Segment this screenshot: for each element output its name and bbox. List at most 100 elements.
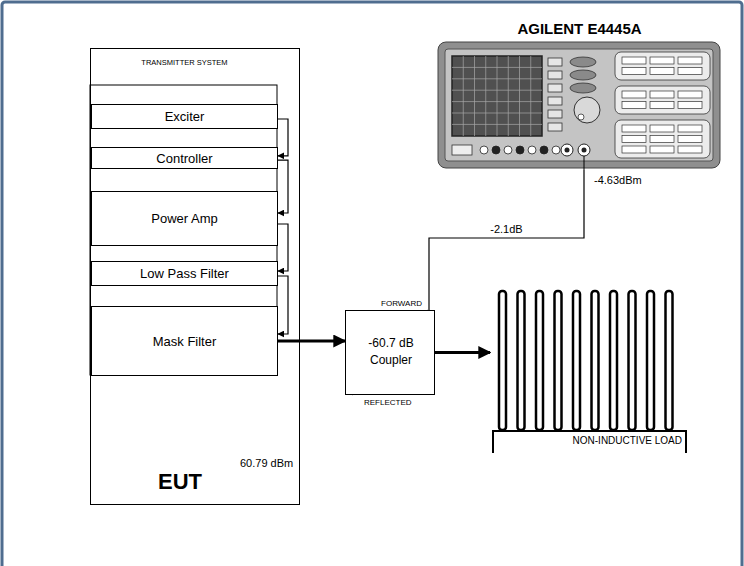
key <box>622 68 646 75</box>
key <box>622 125 646 132</box>
panel-jack <box>492 146 500 154</box>
panel-jack <box>516 146 524 154</box>
panel-jack <box>504 146 512 154</box>
process-box: Mask Filter <box>91 306 278 376</box>
resistor-fin <box>629 291 636 430</box>
resistor-fin <box>555 291 562 430</box>
screen-grid <box>452 113 542 114</box>
key <box>622 102 646 109</box>
signal-path <box>278 224 288 271</box>
coupler-box: FORWARD-60.7 dB CouplerREFLECTED <box>345 310 435 395</box>
screen-grid <box>497 56 498 136</box>
power-feed <box>435 351 490 354</box>
port-label: FORWARD <box>381 299 422 308</box>
rf-input-port <box>582 148 587 153</box>
rf-connector <box>561 144 573 156</box>
screen-grid <box>463 56 464 136</box>
signal-path <box>278 276 288 334</box>
key <box>622 136 646 143</box>
keypad <box>615 120 710 158</box>
key <box>622 91 646 98</box>
key <box>678 57 702 64</box>
tuning-knob <box>574 97 600 123</box>
process-box: Low Pass Filter <box>91 261 278 286</box>
analyzer-illustration <box>437 20 722 170</box>
signal-path <box>278 160 288 213</box>
box-label: Exciter <box>92 105 277 128</box>
screen-grid <box>452 67 542 68</box>
system-box: TRANSMITTER SYSTEMEUTExciterControllerPo… <box>90 48 300 505</box>
resistor-fin <box>536 291 543 430</box>
analyzer-screen <box>452 56 542 136</box>
analyzer-body <box>438 42 720 168</box>
panel-jack <box>528 146 536 154</box>
rf-connector <box>565 148 570 153</box>
resistor-fin <box>666 291 673 430</box>
oval-key <box>570 83 596 93</box>
box-label: Controller <box>92 148 277 168</box>
screen-grid <box>452 101 542 102</box>
keypad <box>615 86 710 114</box>
load-label: NON-INDUCTIVE LOAD <box>573 435 682 446</box>
oval-key <box>570 70 596 80</box>
panel-jack <box>480 146 488 154</box>
key <box>678 68 702 75</box>
knob-dimple <box>578 114 584 120</box>
softkey <box>548 84 562 92</box>
softkey <box>548 97 562 105</box>
input-lead <box>584 156 585 170</box>
key <box>678 125 702 132</box>
screen-grid <box>474 56 475 136</box>
device-label: EUT <box>158 469 202 495</box>
instrument-title: AGILENT E4445A <box>437 20 722 37</box>
key <box>650 136 674 143</box>
port-label: REFLECTED <box>364 398 412 407</box>
screen-grid <box>508 56 509 136</box>
sample-cable <box>429 170 584 310</box>
box-label: Mask Filter <box>92 307 277 375</box>
load-illustration <box>490 285 690 457</box>
analyzer-panel <box>445 49 713 161</box>
module-stack <box>90 85 277 375</box>
keypad <box>615 52 710 80</box>
resistor-fin <box>610 291 617 430</box>
load-base <box>493 431 686 453</box>
key <box>678 102 702 109</box>
power-feed <box>278 340 345 343</box>
softkey <box>548 123 562 131</box>
resistor-fin <box>573 291 580 430</box>
key <box>678 136 702 143</box>
resistor-fin <box>592 291 599 430</box>
system-title: TRANSMITTER SYSTEM <box>91 58 278 67</box>
key <box>622 57 646 64</box>
panel-jack <box>540 146 548 154</box>
key <box>650 146 674 153</box>
attenuation-label: -2.1dB <box>488 223 524 235</box>
key <box>650 102 674 109</box>
screen-grid <box>485 56 486 136</box>
key <box>678 91 702 98</box>
screen-grid <box>452 90 542 91</box>
panel-jack <box>552 146 560 154</box>
spectrum-analyzer: AGILENT E4445A <box>437 20 722 170</box>
process-box: Exciter <box>91 104 278 129</box>
box-label: Low Pass Filter <box>92 262 277 285</box>
power-reading: -4.63dBm <box>592 174 644 186</box>
resistor-fin <box>518 291 525 430</box>
process-box: Controller <box>91 147 278 169</box>
rf-input-port <box>578 144 590 156</box>
resistor-fin <box>647 291 654 430</box>
resistor-fin <box>499 291 506 430</box>
oval-key <box>570 57 596 67</box>
load-resistor: NON-INDUCTIVE LOAD <box>490 285 690 457</box>
softkey <box>548 71 562 79</box>
softkey <box>548 58 562 66</box>
key <box>622 146 646 153</box>
screen-grid <box>452 78 542 79</box>
power-reading: 60.79 dBm <box>238 457 295 469</box>
screen-grid <box>519 56 520 136</box>
coupler-label: -60.7 dB Coupler <box>356 335 426 369</box>
signal-path <box>278 119 288 156</box>
key <box>650 68 674 75</box>
